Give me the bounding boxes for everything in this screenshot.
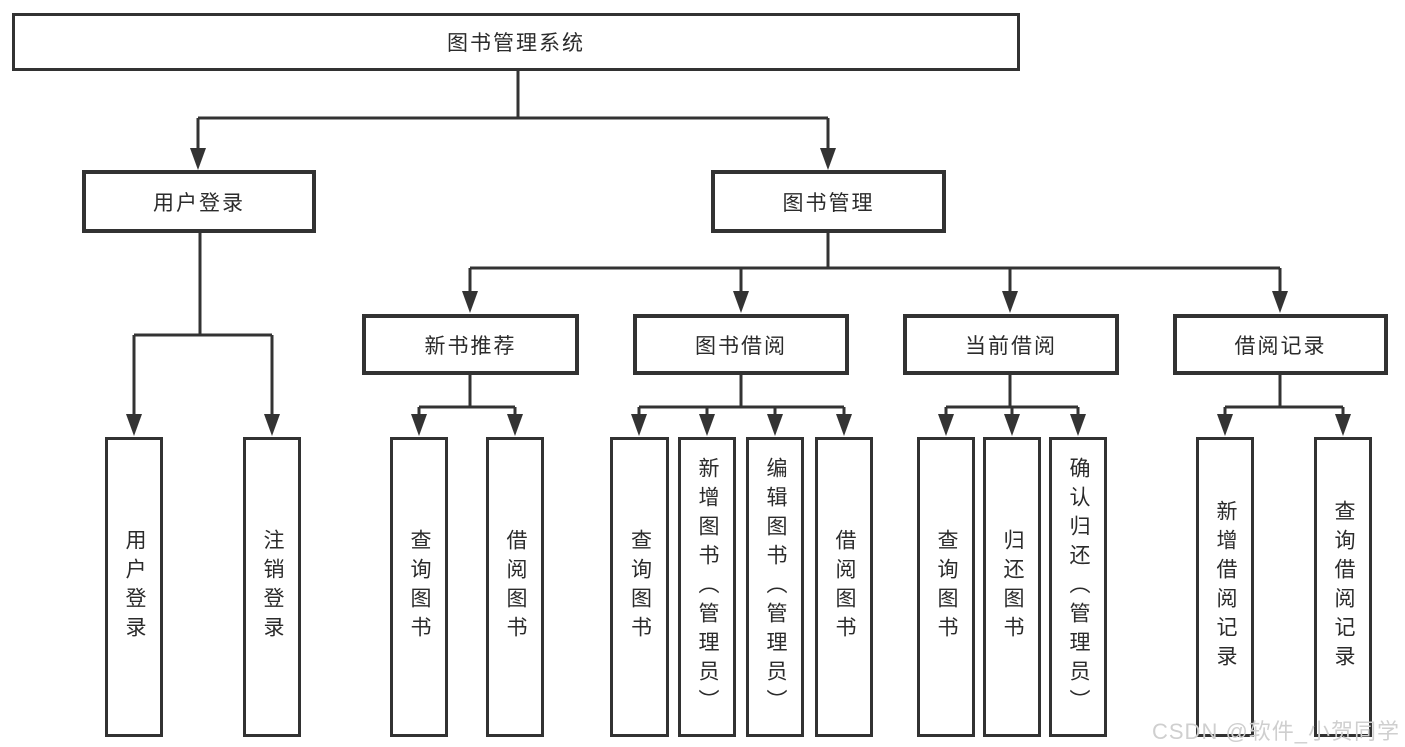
leaf-add-borrow-record: 新增借阅记录 bbox=[1196, 437, 1254, 737]
arrowhead bbox=[462, 291, 478, 313]
leaf-query-books-current: 查询图书 bbox=[917, 437, 975, 737]
leaf-borrow-books-recommend-label: 借阅图书 bbox=[504, 529, 527, 645]
leaf-logout: 注销登录 bbox=[243, 437, 301, 737]
arrowhead bbox=[190, 148, 206, 170]
leaf-borrow-books: 借阅图书 bbox=[815, 437, 873, 737]
arrowhead bbox=[1070, 414, 1086, 436]
node-user-login: 用户登录 bbox=[82, 170, 316, 233]
leaf-logout-label: 注销登录 bbox=[261, 529, 284, 645]
arrowhead bbox=[411, 414, 427, 436]
arrowhead bbox=[1335, 414, 1351, 436]
connector-new-books bbox=[417, 375, 517, 416]
node-user-login-label: 用户登录 bbox=[153, 191, 245, 215]
leaf-query-borrow-record: 查询借阅记录 bbox=[1314, 437, 1372, 737]
arrowhead bbox=[507, 414, 523, 436]
connector-root bbox=[196, 70, 830, 150]
node-borrow-records-label: 借阅记录 bbox=[1234, 334, 1327, 358]
leaf-add-borrow-record-label: 新增借阅记录 bbox=[1214, 500, 1237, 674]
leaf-return-books: 归还图书 bbox=[983, 437, 1041, 737]
leaf-confirm-return-admin-label: 确认归还（管理员） bbox=[1067, 456, 1090, 718]
arrowhead bbox=[938, 414, 954, 436]
connector-book-borrow bbox=[637, 375, 846, 416]
leaf-query-books-current-label: 查询图书 bbox=[935, 529, 958, 645]
node-borrow-records: 借阅记录 bbox=[1173, 314, 1388, 375]
node-book-borrow-label: 图书借阅 bbox=[695, 334, 787, 358]
arrowhead bbox=[1004, 414, 1020, 436]
connector-current-borrow bbox=[944, 375, 1080, 416]
arrowhead bbox=[1002, 291, 1018, 313]
node-current-borrow-label: 当前借阅 bbox=[965, 334, 1057, 358]
watermark: CSDN @软件_小贺同学 bbox=[1152, 719, 1401, 744]
connector-borrow-records bbox=[1223, 375, 1345, 416]
connector-user-login bbox=[132, 233, 274, 416]
arrowhead bbox=[699, 414, 715, 436]
node-current-borrow: 当前借阅 bbox=[903, 314, 1119, 375]
leaf-edit-books-admin-label: 编辑图书（管理员） bbox=[764, 456, 787, 718]
arrowhead bbox=[631, 414, 647, 436]
leaf-user-login-label: 用户登录 bbox=[123, 529, 146, 645]
arrowhead bbox=[820, 148, 836, 170]
leaf-query-books-borrow-label: 查询图书 bbox=[628, 529, 652, 645]
leaf-query-books-borrow: 查询图书 bbox=[610, 437, 669, 737]
node-book-management-label: 图书管理 bbox=[782, 191, 875, 215]
leaf-borrow-books-label: 借阅图书 bbox=[833, 529, 856, 645]
node-root-label: 图书管理系统 bbox=[447, 32, 585, 55]
arrowhead bbox=[836, 414, 852, 436]
arrowhead bbox=[1272, 291, 1288, 313]
arrowhead bbox=[264, 414, 280, 436]
node-new-book-recommend-label: 新书推荐 bbox=[424, 334, 517, 358]
arrowhead bbox=[126, 414, 142, 436]
leaf-query-borrow-record-label: 查询借阅记录 bbox=[1332, 500, 1355, 674]
node-root: 图书管理系统 bbox=[12, 13, 1020, 71]
leaf-query-books-recommend: 查询图书 bbox=[390, 437, 448, 737]
leaf-add-books-admin: 新增图书（管理员） bbox=[678, 437, 736, 737]
leaf-confirm-return-admin: 确认归还（管理员） bbox=[1049, 437, 1107, 737]
arrowhead bbox=[1217, 414, 1233, 436]
connector-book-management bbox=[468, 233, 1282, 293]
leaf-borrow-books-recommend: 借阅图书 bbox=[486, 437, 544, 737]
leaf-query-books-recommend-label: 查询图书 bbox=[408, 529, 431, 645]
node-new-book-recommend: 新书推荐 bbox=[362, 314, 579, 375]
arrowhead bbox=[767, 414, 783, 436]
node-book-borrow: 图书借阅 bbox=[633, 314, 849, 375]
arrowhead bbox=[733, 291, 749, 313]
leaf-add-books-admin-label: 新增图书（管理员） bbox=[696, 456, 719, 718]
leaf-user-login: 用户登录 bbox=[105, 437, 163, 737]
leaf-edit-books-admin: 编辑图书（管理员） bbox=[746, 437, 804, 737]
node-book-management: 图书管理 bbox=[711, 170, 946, 233]
leaf-return-books-label: 归还图书 bbox=[1001, 529, 1024, 645]
